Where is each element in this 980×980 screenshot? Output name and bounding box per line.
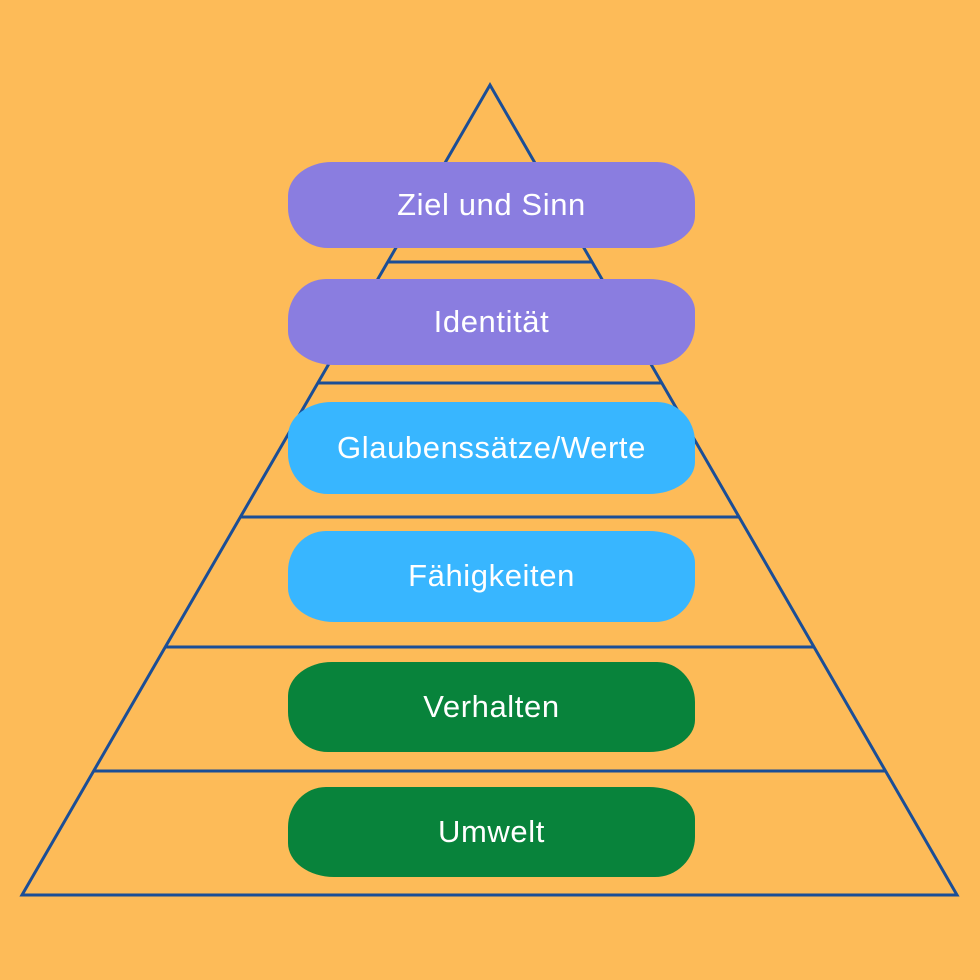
pyramid-level-label: Fähigkeiten: [408, 558, 575, 594]
pyramid-level-ziel-und-sinn: Ziel und Sinn: [288, 162, 695, 248]
pyramid-level-identitaet: Identität: [288, 279, 695, 365]
pyramid-level-label: Glaubenssätze/Werte: [337, 429, 646, 465]
pyramid-level-label: Identität: [433, 303, 550, 339]
pyramid-level-umwelt: Umwelt: [288, 787, 695, 877]
pyramid-level-verhalten: Verhalten: [288, 662, 695, 752]
pyramid-level-label: Verhalten: [423, 688, 560, 724]
pyramid-level-faehigkeiten: Fähigkeiten: [288, 531, 695, 622]
pyramid-level-label: Ziel und Sinn: [397, 186, 586, 222]
pyramid-level-label: Umwelt: [438, 813, 545, 849]
pyramid-triangle-outline: [19, 81, 960, 897]
pyramid-level-glaubenssaetze-werte: Glaubenssätze/Werte: [288, 402, 695, 494]
